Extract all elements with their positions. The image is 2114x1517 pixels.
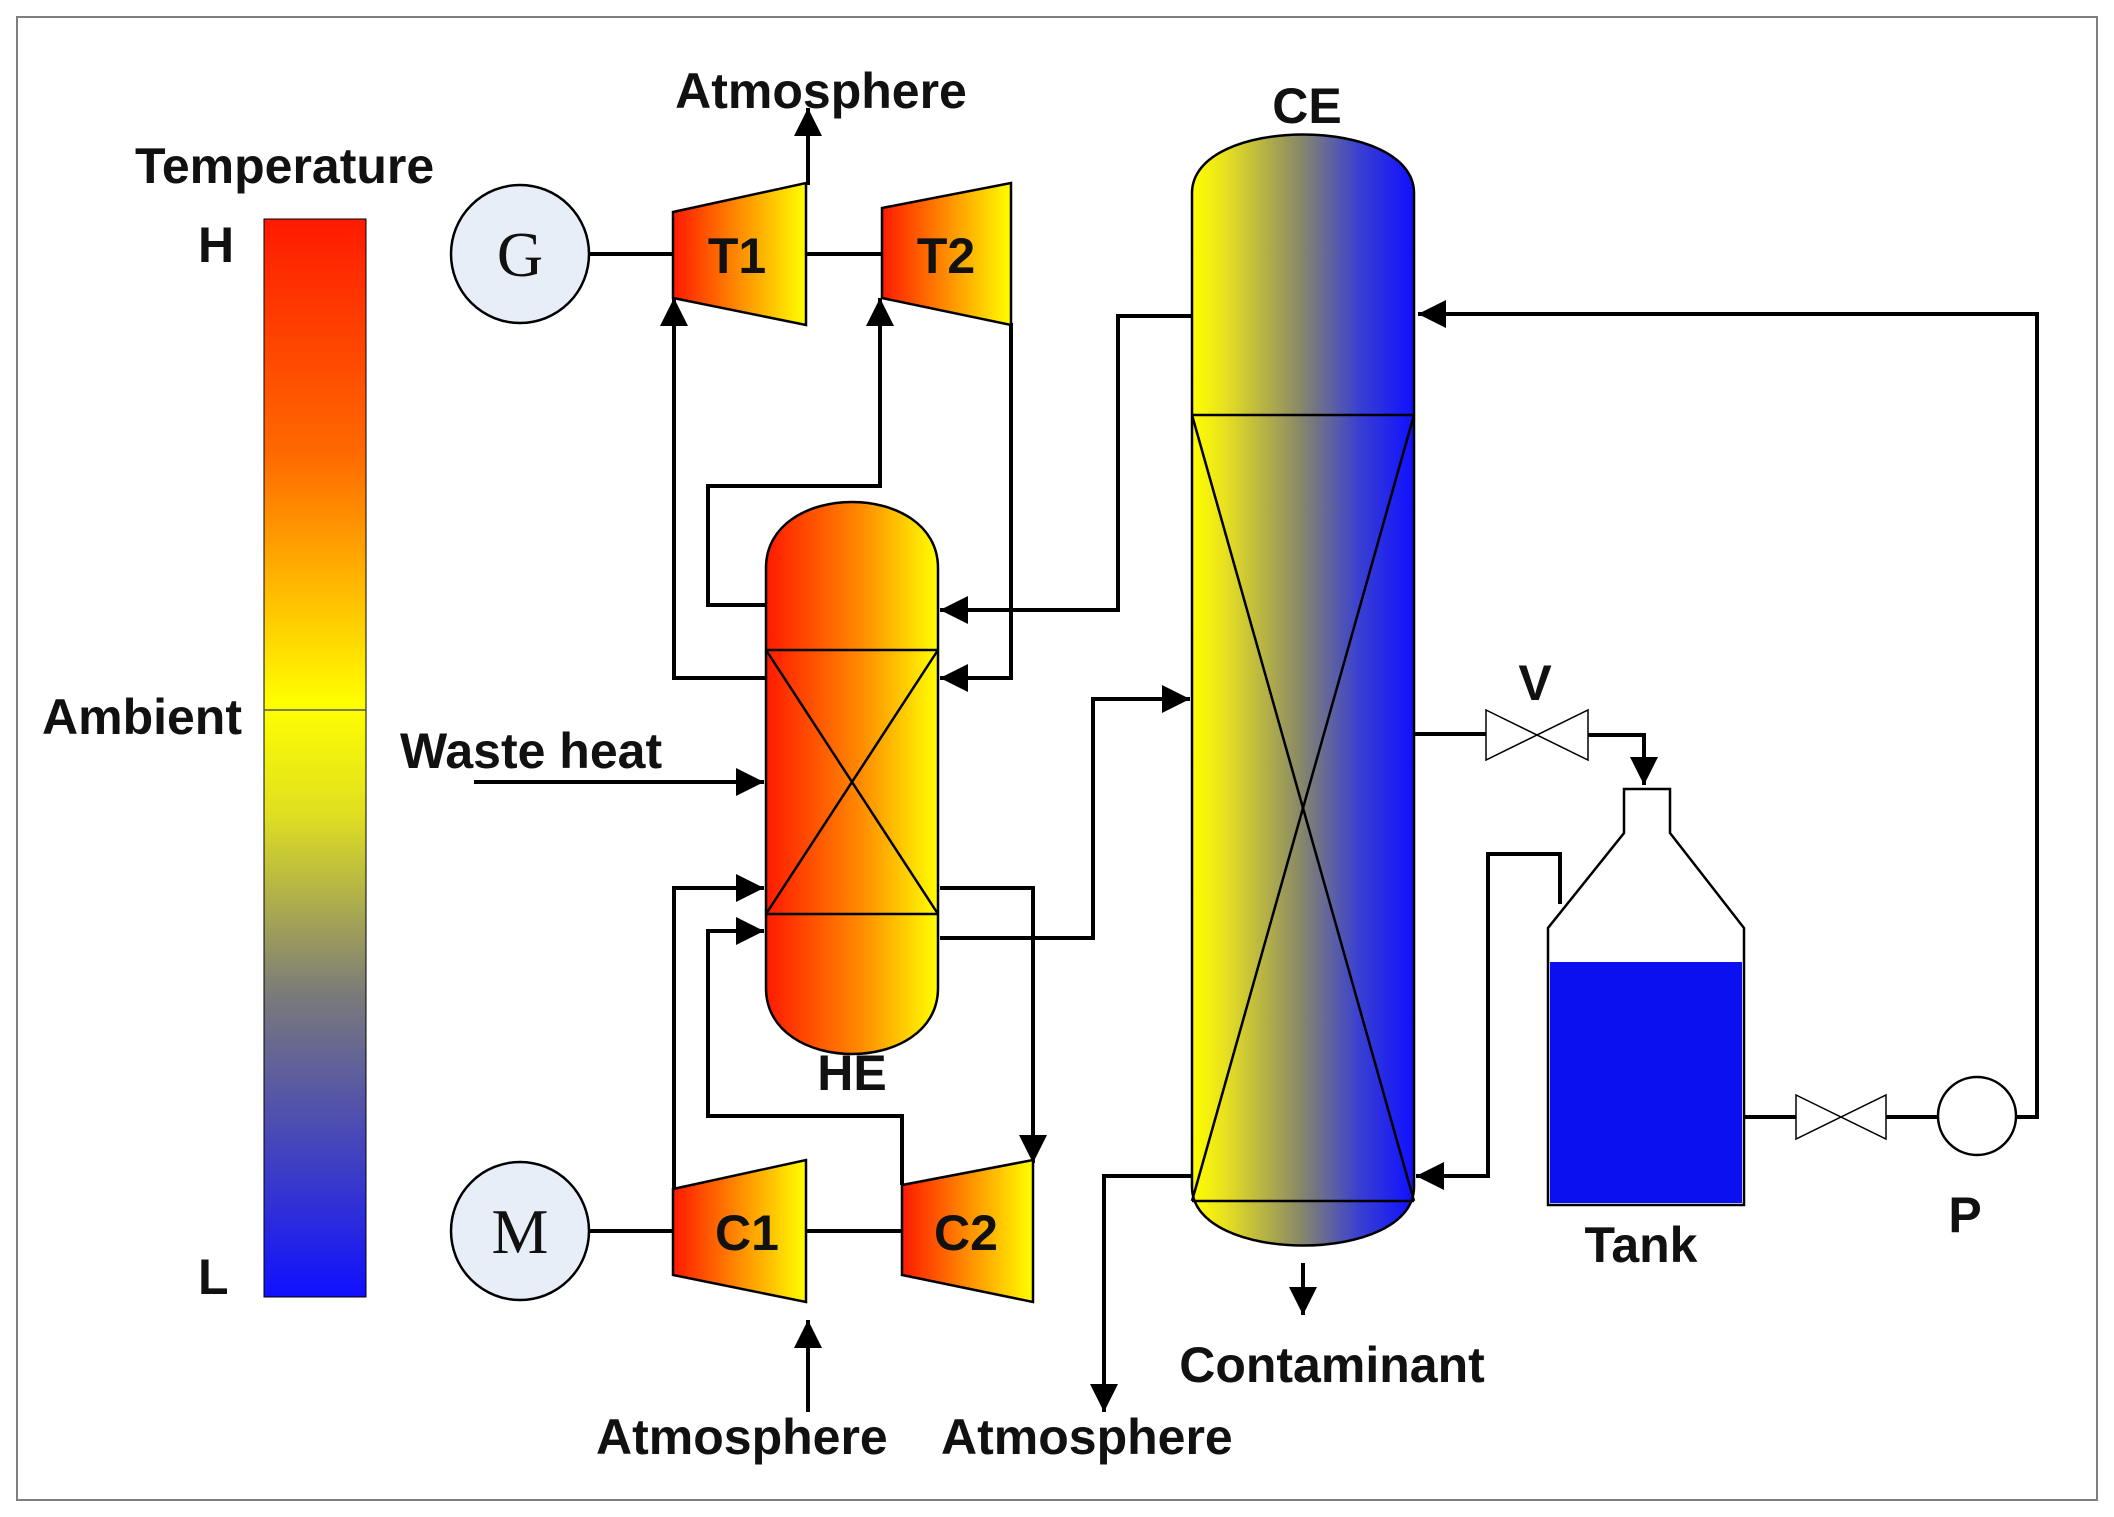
turbine-t2-label: T2 — [917, 228, 975, 284]
temperature-scale-bar — [263, 218, 367, 1298]
compressor-c1[interactable]: C1 — [671, 1158, 808, 1304]
pump-p[interactable]: P — [1936, 1075, 2018, 1243]
column-ce[interactable]: CE — [1190, 78, 1416, 1247]
legend-high-label: H — [198, 217, 234, 273]
compressor-c2-label: C2 — [934, 1205, 998, 1261]
heat-exchanger-body — [764, 500, 940, 1056]
waste-heat-label: Waste heat — [400, 723, 662, 779]
ce-to-valve-pipe — [1414, 732, 1488, 736]
turbine-t1-label: T1 — [708, 228, 766, 284]
contaminant-label: Contaminant — [1179, 1337, 1485, 1393]
valve-2[interactable] — [1795, 1093, 1887, 1141]
turbine-t2-shape — [880, 181, 1013, 327]
valve-v[interactable]: V — [1485, 655, 1589, 762]
compressor-c1-shape — [671, 1158, 808, 1304]
legend-ambient-label: Ambient — [42, 689, 242, 745]
column-ce-body — [1190, 133, 1416, 1247]
compressor-c2[interactable]: C2 — [900, 1158, 1035, 1304]
motor-label: M — [492, 1196, 549, 1267]
he-to-t1-pipe — [660, 298, 766, 680]
tank-liquid — [1550, 962, 1742, 1203]
column-ce-label: CE — [1272, 78, 1341, 134]
heat-exchanger[interactable]: HE — [764, 500, 940, 1101]
compressor-c1-label: C1 — [715, 1205, 779, 1261]
valve-v-shape — [1485, 708, 1589, 762]
generator-node[interactable]: G — [449, 183, 591, 325]
valve-v-label: V — [1518, 655, 1552, 711]
ce-packing-diagonal-2 — [1190, 414, 1416, 1202]
tank-vessel[interactable]: Tank — [1546, 787, 1746, 1273]
he-to-ce-pipe — [940, 685, 1190, 940]
tank-to-ce-pipe — [1416, 852, 1562, 1190]
tank-label: Tank — [1585, 1217, 1698, 1273]
motor-node[interactable]: M — [449, 1160, 591, 1302]
valve-2-shape — [1795, 1093, 1887, 1141]
atmosphere-top-label: Atmosphere — [675, 63, 967, 119]
atmosphere-bottom-right-label: Atmosphere — [941, 1409, 1233, 1465]
outer-frame — [16, 16, 2098, 1501]
pump-label: P — [1948, 1187, 1981, 1243]
c2-to-he-pipe — [706, 917, 904, 1185]
c1-to-he-pipe — [672, 874, 764, 1189]
he-to-t2-pipe — [706, 298, 894, 607]
valve-to-tank-pipe — [1588, 733, 1658, 785]
legend-low-label: L — [198, 1249, 229, 1305]
heat-exchanger-label: HE — [817, 1045, 886, 1101]
turbine-t1[interactable]: T1 — [671, 181, 808, 327]
ce-to-atmosphere-pipe — [1090, 1174, 1192, 1412]
he-to-c2-pipe — [940, 886, 1047, 1163]
motor-circle — [449, 1160, 591, 1302]
pump-circle — [1936, 1075, 2018, 1157]
pump-to-ce-pipe — [1418, 300, 2039, 1119]
atmosphere-bottom-left-label: Atmosphere — [596, 1409, 888, 1465]
turbine-t2[interactable]: T2 — [880, 181, 1013, 327]
compressor-c2-shape — [900, 1158, 1035, 1304]
generator-label: G — [497, 219, 543, 290]
temperature-legend: Temperature H Ambient L — [42, 138, 434, 1305]
generator-circle — [449, 183, 591, 325]
t2-to-he-pipe — [940, 323, 1013, 692]
turbine-t1-shape — [671, 181, 808, 327]
he-packing-diagonal-2 — [764, 649, 940, 915]
ce-to-he-pipe — [940, 314, 1192, 624]
legend-title: Temperature — [135, 138, 434, 194]
pipe-network — [474, 108, 2039, 1412]
